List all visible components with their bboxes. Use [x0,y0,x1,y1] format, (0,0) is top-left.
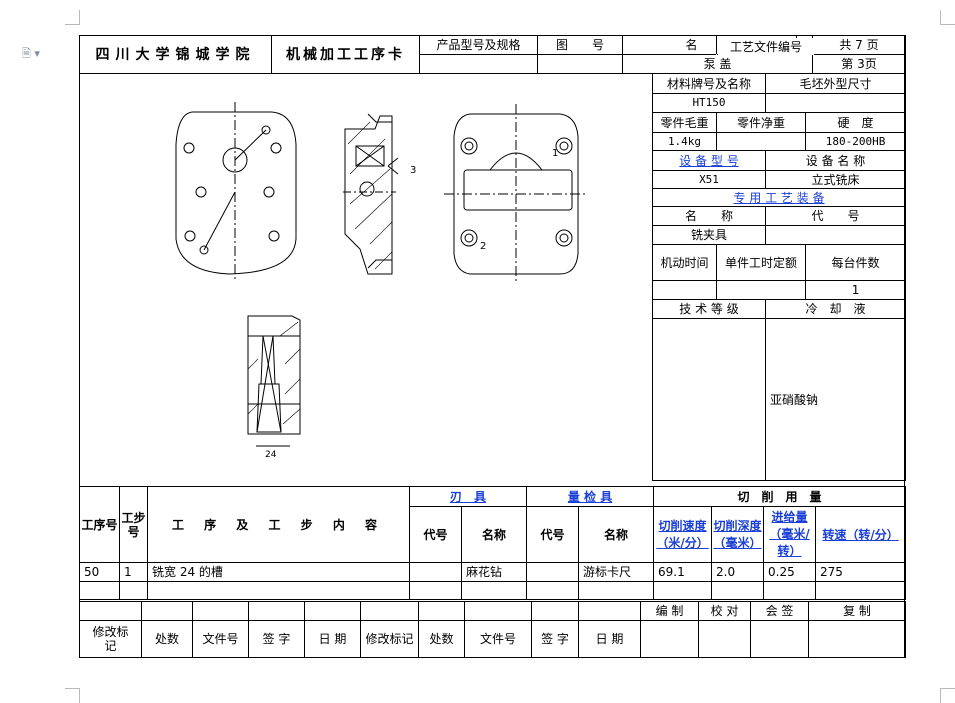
school-name: 四川大学锦城学院 [79,35,272,74]
crop-mark-top-right [940,10,955,25]
content-label: 工 序 及 工 步 内 容 [147,486,410,563]
hardness-value: 180-200HB [805,132,907,151]
rpm-label[interactable]: 转速（转/分） [815,506,907,563]
row-seq: 50 [79,562,120,582]
process-doc-no-label: 工艺文件编号 [718,38,814,55]
detail-section [247,315,301,447]
equip-model-value: X51 [651,170,767,189]
row-step: 1 [119,562,148,582]
date-label: 日 期 [304,620,361,658]
card-title: 机械加工工序卡 [271,35,420,74]
row-gauge-code [526,562,580,582]
speed-label[interactable]: 切削速度（米/分） [653,506,713,563]
equip-name-label: 设 备 名 称 [765,150,907,171]
step-label: 工步号 [119,486,148,563]
pieces-value: 1 [805,280,907,300]
gauge-label[interactable]: 量 检 具 [526,486,655,507]
section-view [343,113,399,275]
pieces-label: 每台件数 [805,244,907,281]
doc-no-label-2: 文件号 [464,620,532,658]
mod-mark-label: 修改标记 [79,620,142,658]
crop-mark-top-left [65,10,80,25]
feed-label[interactable]: 进给量（毫米/转） [763,506,817,563]
page-no: 第 3页 [812,54,906,74]
part-name: 泵 盖 [622,54,813,74]
operations-table: 工序号 工步号 工 序 及 工 步 内 容 刃 具 量 检 具 切 削 用 量 … [79,486,907,600]
front-view [175,102,297,279]
gauge-name-label: 名称 [578,506,655,563]
compile-label: 编 制 [640,601,699,621]
fixture-name-label: 名 称 [651,206,767,226]
locating-mark-2: 2 [480,241,486,252]
skill-level-label: 技 术 等 级 [651,299,767,319]
locating-mark-1: 1 [552,148,558,159]
row-depth: 2.0 [711,562,765,582]
seq-label: 工序号 [79,486,120,563]
count-label: 处数 [141,620,193,658]
sign-label: 签 字 [248,620,305,658]
cutting-label: 切 削 用 量 [653,486,907,507]
material-value: HT150 [651,93,767,113]
date-label-2: 日 期 [578,620,641,658]
row-tool-name: 麻花钻 [460,562,528,582]
total-pages: 共 7 页 [812,35,906,55]
fixture-code-label: 代 号 [765,206,907,226]
dimension-24: 24 [265,450,277,460]
blank-weight-label: 零件毛重 [652,112,717,133]
drawing-no-label: 图 号 [537,35,623,55]
tool-name-label: 名称 [460,506,528,563]
machine-time-label: 机动时间 [652,244,717,281]
row-feed: 0.25 [763,562,817,582]
mod-mark-label-2: 修改标记 [360,620,419,658]
blank-size-label: 毛坯外型尺寸 [765,73,907,94]
fixture-name-value: 铣夹具 [651,225,767,245]
tool-code-label: 代号 [409,506,462,563]
rear-view [444,104,588,284]
sign-label-2: 签 字 [531,620,579,658]
row-gauge-name: 游标卡尺 [578,562,655,582]
row-content: 铣宽 24 的槽 [147,562,410,582]
hardness-label: 硬 度 [805,112,907,133]
crop-mark-bottom-left [65,688,80,703]
coolant-label: 冷 却 液 [765,299,907,319]
coolant-value: 亚硝酸钠 [765,318,907,481]
copy-label: 复 制 [808,601,906,621]
product-model-label: 产品型号及规格 [419,35,538,55]
footer-table: 编 制 校 对 会 签 复 制 修改标记 处数 文件号 签 字 日 期 修改标记… [79,601,906,658]
special-equip-label[interactable]: 专 用 工 艺 装 备 [651,188,907,207]
net-weight-label: 零件净重 [715,112,807,133]
material-label: 材料牌号及名称 [651,73,767,94]
count-label-2: 处数 [418,620,465,658]
tool-label[interactable]: 刃 具 [408,486,528,507]
locating-mark-3: 3 [410,165,416,176]
check-label: 校 对 [698,601,751,621]
side-info-table: 材料牌号及名称 毛坯外型尺寸 HT150 零件毛重 零件净重 硬 度 1.4kg… [651,73,907,481]
gauge-code-label: 代号 [526,506,580,563]
table-row: 50 1 铣宽 24 的槽 麻花钻 游标卡尺 69.1 2.0 0.25 275 [79,562,907,582]
blank-weight-value: 1.4kg [652,132,717,151]
document-icon[interactable]: 🗎 ▾ [22,47,40,60]
row-speed: 69.1 [653,562,713,582]
countersign-label: 会 签 [750,601,809,621]
equip-name-value: 立式铣床 [765,170,907,189]
doc-no-label: 文件号 [192,620,249,658]
equip-model-label[interactable]: 设 备 型 号 [651,150,767,171]
header-table: 四川大学锦城学院 机械加工工序卡 产品型号及规格 图 号 名 称 共 7 页 泵… [79,35,906,74]
unit-time-label: 单件工时定额 [715,244,807,281]
depth-label[interactable]: 切削深度（毫米） [711,506,765,563]
row-rpm: 275 [815,562,907,582]
crop-mark-bottom-right [940,688,955,703]
part-drawing: 3 1 2 24 [175,102,588,460]
row-tool-code [409,562,462,582]
table-row-empty [79,581,907,600]
